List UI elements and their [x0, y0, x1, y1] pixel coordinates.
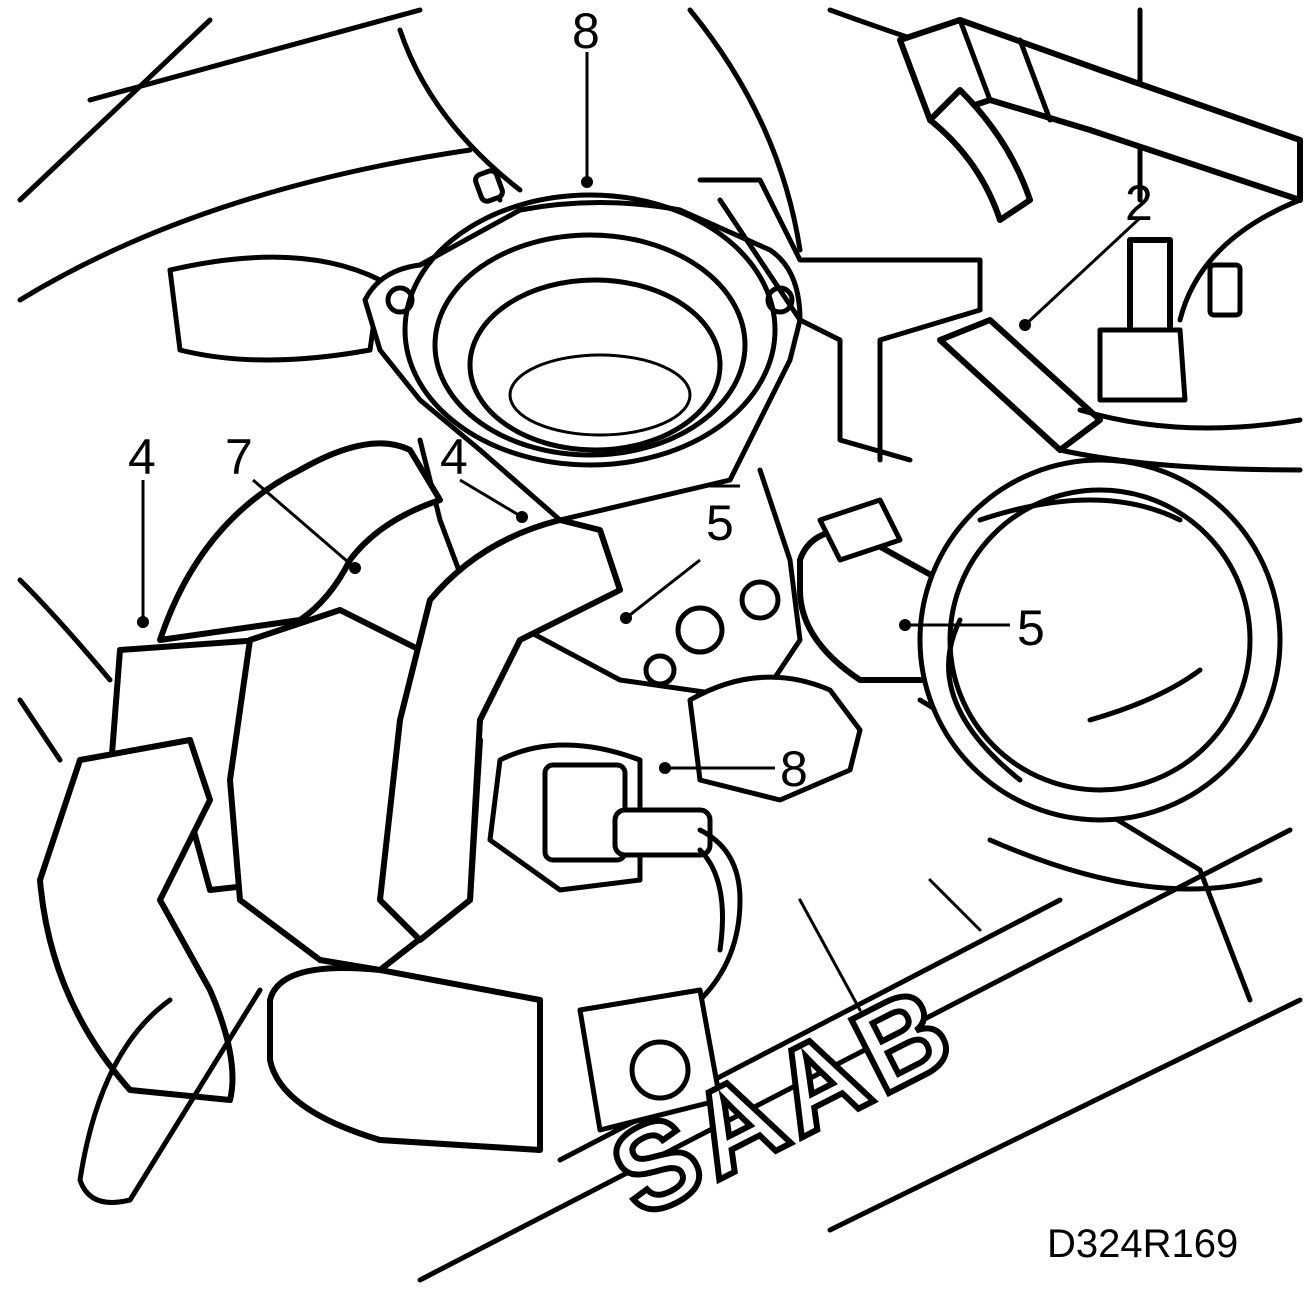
throttle-body	[362, 177, 983, 703]
callout-4-mid: 4	[440, 429, 468, 485]
callout-4-left: 4	[128, 429, 156, 485]
callout-2: 2	[1125, 175, 1153, 231]
callout-8-low: 8	[780, 741, 808, 797]
timing-pulley	[917, 457, 1283, 823]
fuel-rail	[897, 17, 1303, 473]
callout-5-upper: 5	[706, 495, 734, 551]
callout-7: 7	[225, 429, 253, 485]
callout-5-right: 5	[1017, 600, 1045, 656]
callout-leaders	[137, 52, 1142, 774]
figure-code: D324R169	[1047, 1222, 1238, 1266]
hoses	[37, 440, 943, 1205]
callout-8-top: 8	[572, 3, 600, 59]
callout-labels: 8 2 4 7 4 5 5 8	[128, 3, 1153, 797]
